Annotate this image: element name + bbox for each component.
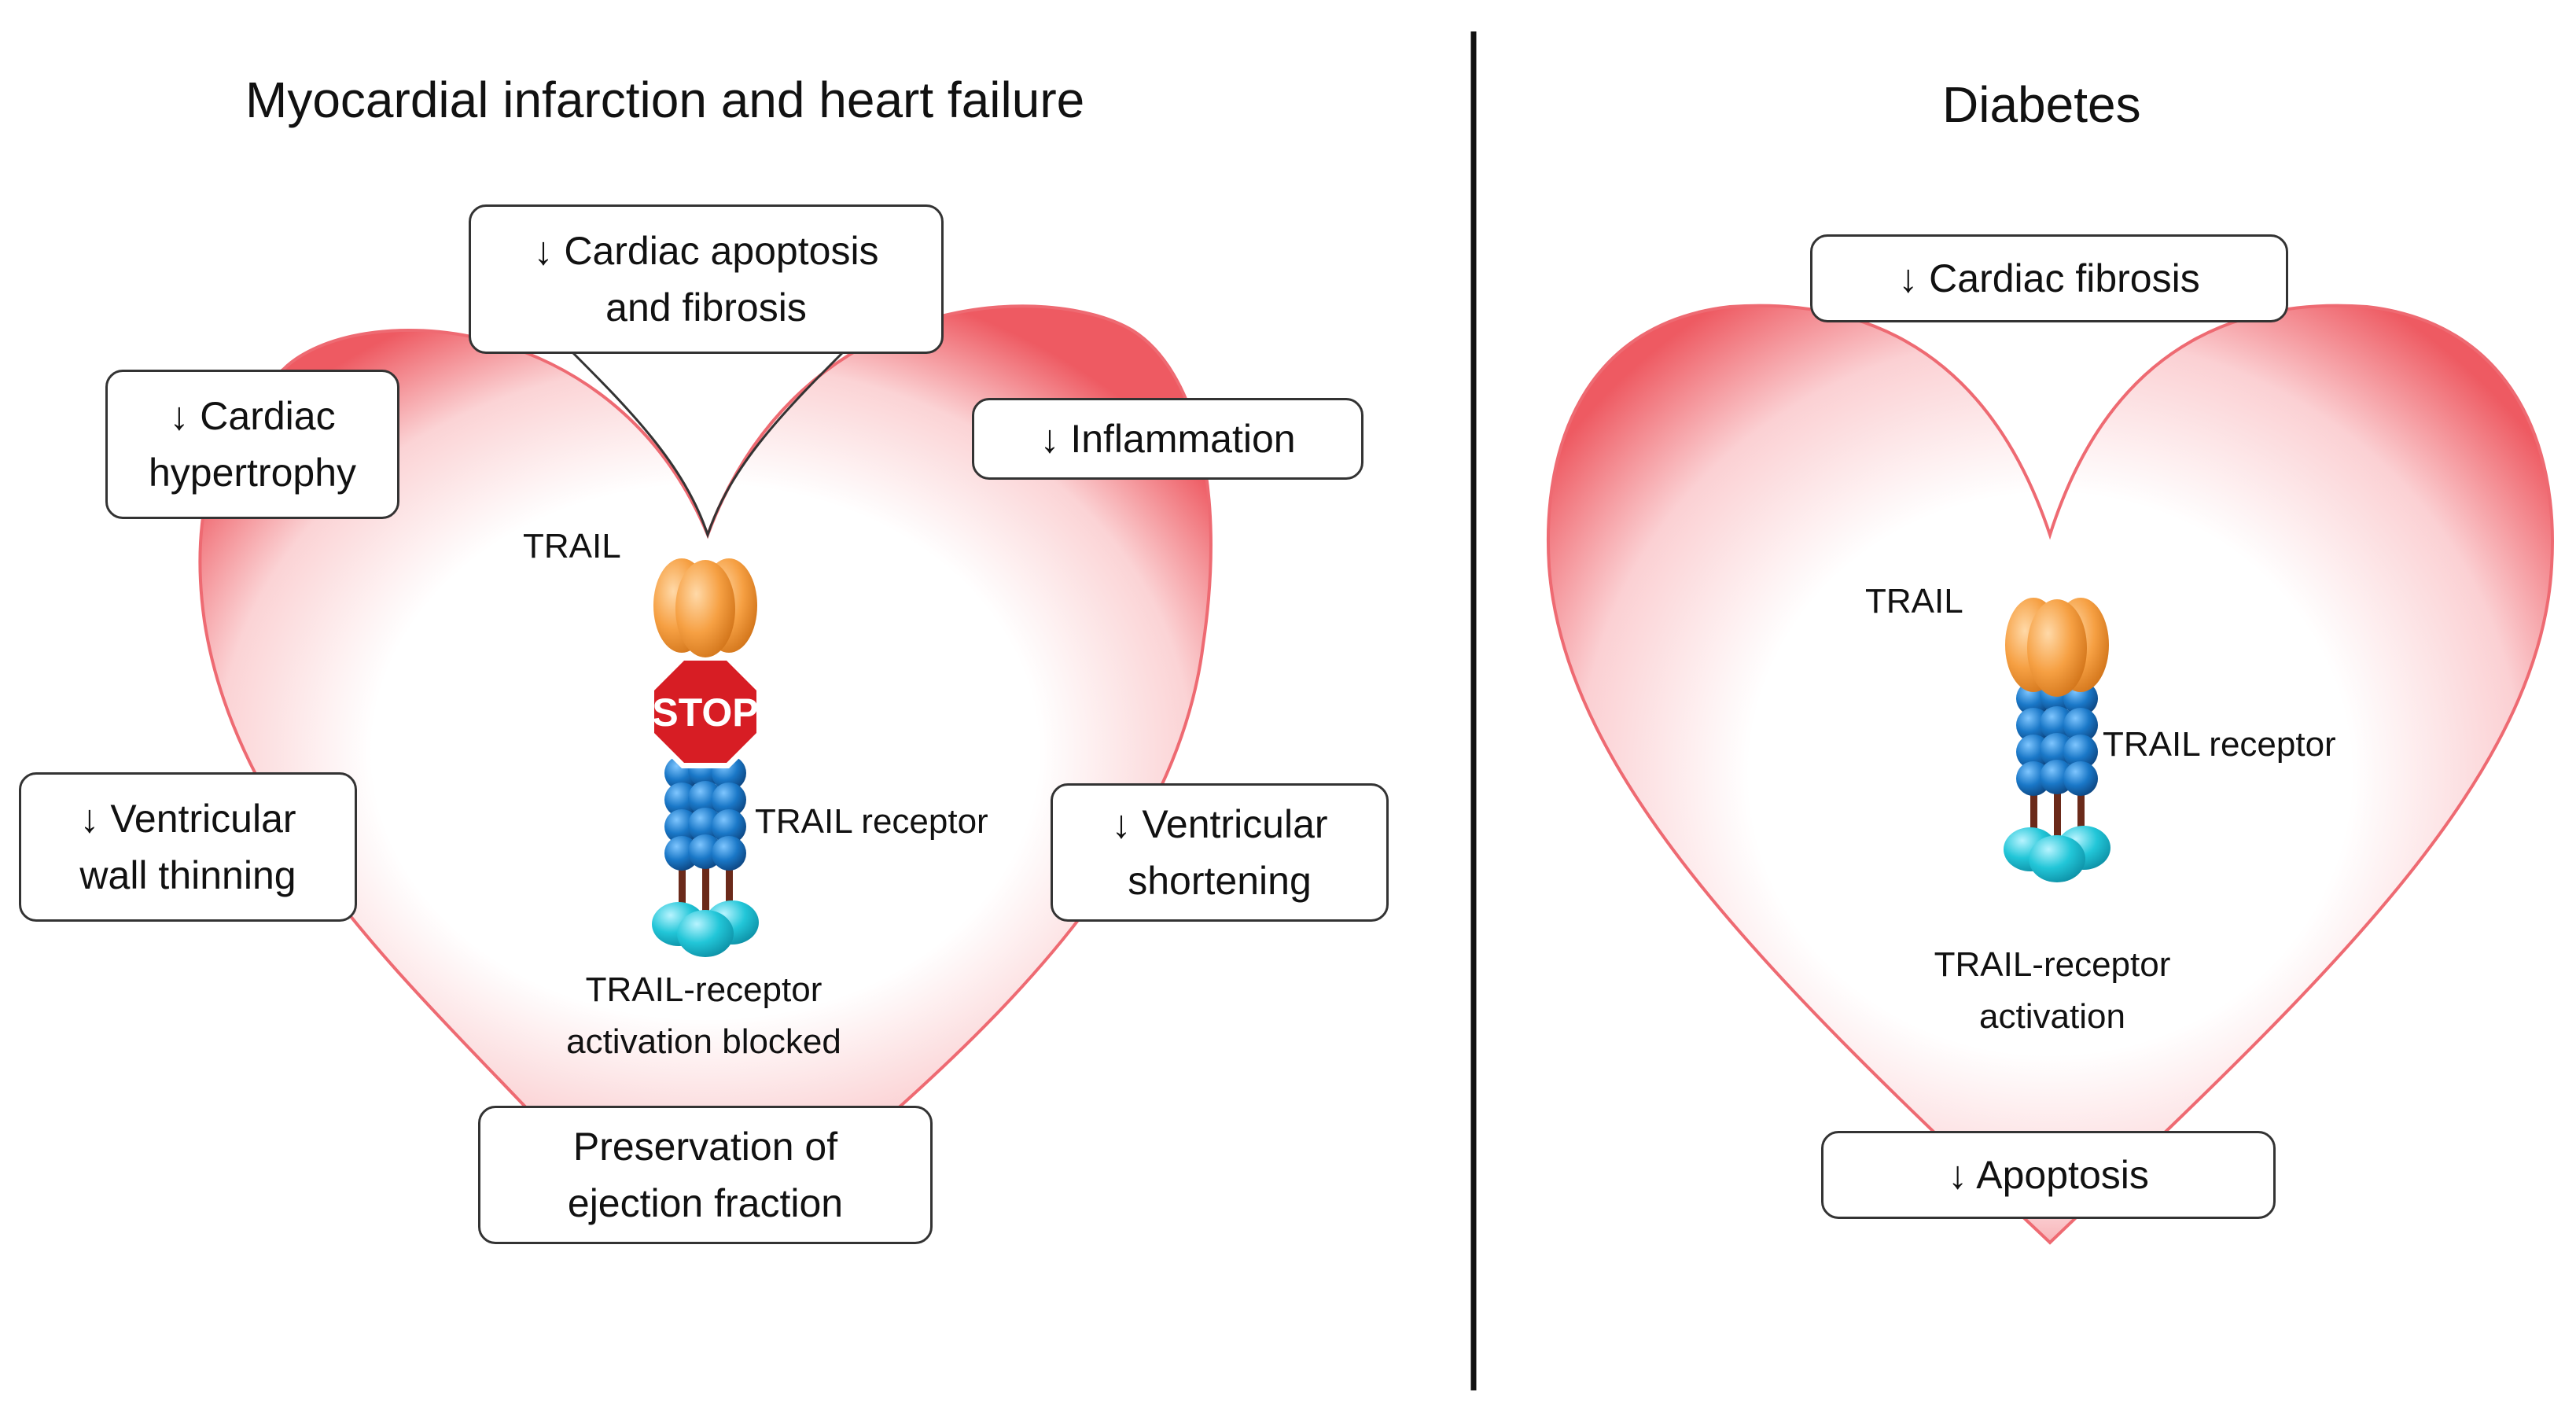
apoptosis-fibrosis-box: ↓ Cardiac apoptosis and fibrosis: [469, 204, 944, 354]
right-trail-receptor-complex: [2004, 678, 2110, 882]
hypertrophy-box: ↓ Cardiac hypertrophy: [105, 370, 399, 519]
stop-sign-icon: STOP: [649, 655, 762, 768]
left-heart-cleft: [565, 344, 851, 539]
wall-thinning-box: ↓ Ventricular wall thinning: [19, 772, 357, 922]
left-trail-ligand: [653, 558, 757, 657]
right-panel-title: Diabetes: [1942, 76, 2141, 133]
right-trail-label: TRAIL: [1865, 582, 1963, 620]
ejection-fraction-box: Preservation of ejection fraction: [478, 1106, 933, 1244]
cardiac-fibrosis-box: ↓ Cardiac fibrosis: [1810, 234, 2288, 322]
left-activation-label: TRAIL-receptor activation blocked: [566, 970, 841, 1061]
shortening-box: ↓ Ventricular shortening: [1051, 783, 1389, 922]
left-receptor-label: TRAIL receptor: [755, 802, 988, 841]
left-trail-receptor-complex: [652, 753, 759, 957]
right-activation-label: TRAIL-receptor activation: [1934, 945, 2171, 1036]
apoptosis-box: ↓ Apoptosis: [1821, 1131, 2276, 1219]
left-panel-title: Myocardial infarction and heart failure: [245, 72, 1085, 128]
inflammation-box: ↓ Inflammation: [972, 398, 1363, 480]
right-trail-ligand: [2005, 598, 2109, 697]
left-trail-label: TRAIL: [523, 527, 621, 565]
stop-sign-text: STOP: [652, 690, 758, 735]
right-receptor-label: TRAIL receptor: [2103, 725, 2336, 764]
